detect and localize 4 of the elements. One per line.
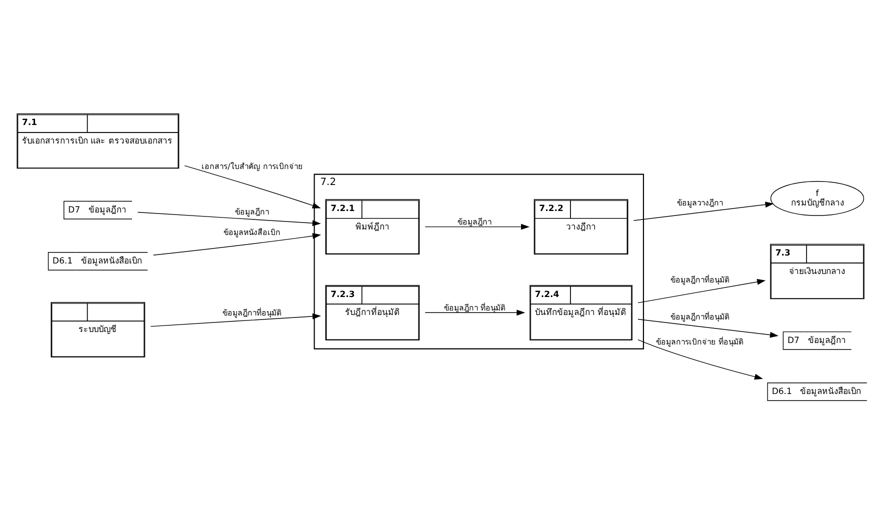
node-text: D6.1 ข้อมูลหนังสือเบิก: [772, 386, 862, 396]
node-text: D6.1 ข้อมูลหนังสือเบิก: [52, 256, 142, 266]
node-text: D7 ข้อมูลฎีกา: [787, 335, 846, 346]
node-text: D7 ข้อมูลฎีกา: [68, 204, 127, 215]
